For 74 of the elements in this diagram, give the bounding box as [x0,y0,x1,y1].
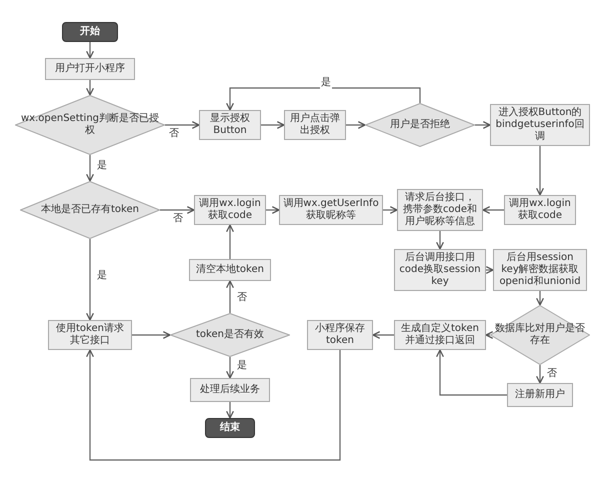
terminal-box [205,418,255,438]
step-text: 调用wx.getUserInfo获取昵称等 [282,198,380,222]
edge-label: 否 [168,128,180,140]
decision-diamond [20,181,160,239]
process-box [507,383,573,407]
step-text: 调用wx.login获取code [198,198,262,222]
terminal-box [62,22,118,42]
arrow [86,155,94,182]
arrow [372,331,394,339]
arrow [536,365,544,384]
arrow [482,206,504,214]
arrow [86,349,341,461]
edge-label: 是 [96,270,108,282]
step-text: 小程序保存token [314,323,366,347]
step-text: 调用wx.login获取code [508,198,572,222]
step-text: 生成自定义token并通过接口返回 [400,323,480,347]
arrow [383,206,398,214]
step-text: 用户打开小程序 [54,63,126,75]
arrow [86,239,94,321]
arrow [160,206,195,214]
arrow [226,357,234,379]
arrow [346,121,366,129]
edge-label: 否 [236,292,248,304]
arrow [485,331,494,339]
step-text: token是否有效 [195,329,265,341]
arrow [436,349,507,396]
step-text: 本地是否已存有token [40,204,140,216]
step-text: 开始 [79,26,101,38]
arrow [226,402,234,419]
process-box [190,378,270,402]
arrow [226,224,234,259]
decision-diamond [490,305,590,365]
arrow [486,266,494,274]
edge-label: 是 [96,160,108,172]
step-text: 显示授权Button [209,113,251,137]
arrow [436,231,444,250]
arrow [266,206,280,214]
step-text: 处理后续业务 [199,384,261,396]
decision-diamond [15,95,165,155]
edge-label: 否 [546,368,558,380]
step-text: 用户点击弹出授权 [289,113,341,137]
arrow [475,121,491,129]
decision-diamond [365,103,475,147]
step-text: 注册新用户 [514,389,566,401]
step-text: 使用token请求其它接口 [55,323,125,347]
step-text: 后台调用接口用code换取session key [398,252,482,288]
arrow [132,331,171,339]
arrow [86,42,94,59]
process-box [307,320,373,350]
step-text: 进入授权Button的bindgetuserinfo回调 [494,107,586,143]
step-text: 用户是否拒绝 [389,119,451,131]
step-text: wx.openSetting判断是否已授权 [20,113,160,137]
step-text: 数据库比对用户是否存在 [494,323,586,347]
process-box [284,110,346,140]
step-text: 后台用session key解密数据获取openid和unionid [498,252,582,288]
step-text: 请求后台接口，携带参数code和用户昵称等信息 [402,192,478,228]
process-box [45,58,135,80]
arrow [226,87,421,111]
process-box [394,320,486,350]
arrow [536,291,544,306]
edge-label: 是 [320,77,332,89]
arrow [536,146,544,196]
step-text: 结束 [218,422,241,434]
arrow [226,280,234,313]
process-box [189,259,271,281]
edge-label: 是 [236,360,248,372]
edge-label: 否 [172,213,184,225]
process-box [199,110,261,140]
arrow [165,121,200,129]
step-text: 清空本地token [195,264,265,276]
process-box [48,320,132,350]
arrow [86,80,94,96]
arrow [261,121,285,129]
decision-diamond [170,313,290,357]
